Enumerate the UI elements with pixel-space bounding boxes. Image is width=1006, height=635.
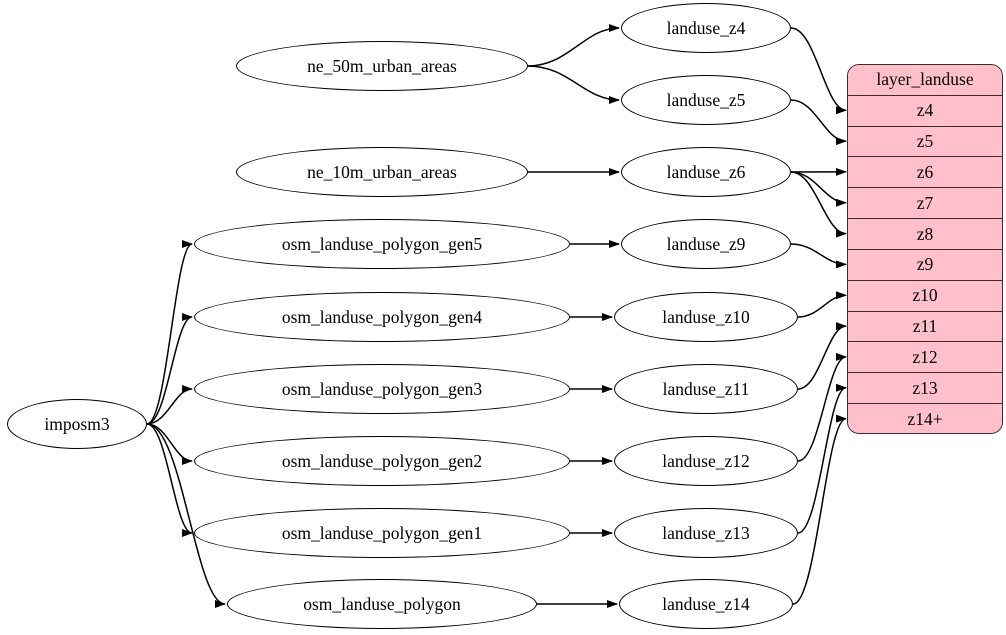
- table-row-z7[interactable]: z7: [848, 188, 1002, 220]
- table-row-z13[interactable]: z13: [848, 373, 1002, 405]
- edge-imposm3-to-osm_landuse_polygon_gen5: [146, 240, 193, 425]
- node-label: landuse_z14: [662, 593, 750, 614]
- edge-landuse_z5-to-layer_landuse-z5: [790, 99, 847, 146]
- node-landuse_z12[interactable]: landuse_z12: [614, 436, 798, 486]
- node-landuse_z9[interactable]: landuse_z9: [621, 219, 791, 269]
- edge-landuse_z9-to-layer_landuse-z9: [790, 243, 847, 269]
- edge-imposm3-to-osm_landuse_polygon_gen3: [146, 385, 193, 425]
- edge-landuse_z13-to-layer_landuse-z13: [797, 383, 847, 534]
- node-osm_landuse_polygon_gen5[interactable]: osm_landuse_polygon_gen5: [194, 219, 570, 269]
- node-imposm3[interactable]: imposm3: [7, 399, 147, 449]
- node-label: landuse_z5: [666, 89, 746, 110]
- table-row-z12[interactable]: z12: [848, 342, 1002, 374]
- node-label: osm_landuse_polygon_gen3: [281, 378, 483, 399]
- node-osm_landuse_polygon_gen3[interactable]: osm_landuse_polygon_gen3: [194, 364, 570, 414]
- node-landuse_z10[interactable]: landuse_z10: [614, 292, 798, 342]
- edge-landuse_z14-to-layer_landuse-z14+: [792, 414, 847, 605]
- node-landuse_z4[interactable]: landuse_z4: [621, 3, 791, 53]
- node-label: landuse_z12: [662, 450, 750, 471]
- node-label: landuse_z6: [666, 161, 746, 182]
- node-label: osm_landuse_polygon: [303, 593, 461, 614]
- edge-ne_50m_urban_areas-to-landuse_z5: [527, 65, 620, 104]
- table-row-z14plus[interactable]: z14+: [848, 404, 1002, 433]
- node-ne_50m_urban_areas[interactable]: ne_50m_urban_areas: [236, 41, 528, 91]
- node-label: ne_10m_urban_areas: [307, 161, 457, 182]
- edge-imposm3-to-osm_landuse_polygon: [146, 423, 226, 608]
- table-row-z11[interactable]: z11: [848, 311, 1002, 343]
- edge-landuse_z6-to-layer_landuse-z8: [790, 171, 847, 238]
- node-landuse_z13[interactable]: landuse_z13: [614, 508, 798, 558]
- node-osm_landuse_polygon_gen1[interactable]: osm_landuse_polygon_gen1: [194, 508, 570, 558]
- node-label: ne_50m_urban_areas: [307, 55, 457, 76]
- edge-ne_50m_urban_areas-to-landuse_z4: [527, 24, 620, 67]
- node-label: osm_landuse_polygon_gen2: [281, 450, 483, 471]
- edge-landuse_z11-to-layer_landuse-z11: [797, 322, 847, 390]
- table-row-z9[interactable]: z9: [848, 249, 1002, 281]
- table-row-z8[interactable]: z8: [848, 219, 1002, 250]
- edge-landuse_z10-to-layer_landuse-z10: [797, 291, 847, 318]
- node-osm_landuse_polygon_gen2[interactable]: osm_landuse_polygon_gen2: [194, 436, 570, 486]
- node-label: osm_landuse_polygon_gen4: [281, 306, 483, 327]
- table-row-z5[interactable]: z5: [848, 126, 1002, 158]
- node-label: osm_landuse_polygon_gen5: [281, 233, 483, 254]
- node-landuse_z6[interactable]: landuse_z6: [621, 147, 791, 197]
- node-ne_10m_urban_areas[interactable]: ne_10m_urban_areas: [236, 147, 528, 197]
- node-osm_landuse_polygon[interactable]: osm_landuse_polygon: [227, 579, 537, 629]
- node-landuse_z11[interactable]: landuse_z11: [614, 364, 798, 414]
- table-row-z6[interactable]: z6: [848, 157, 1002, 189]
- node-landuse_z5[interactable]: landuse_z5: [621, 75, 791, 125]
- node-label: landuse_z13: [662, 522, 750, 543]
- node-label: landuse_z4: [666, 17, 746, 38]
- node-label: landuse_z10: [662, 306, 750, 327]
- node-label: landuse_z9: [666, 233, 746, 254]
- node-label: imposm3: [44, 413, 110, 434]
- edge-landuse_z12-to-layer_landuse-z12: [797, 352, 847, 462]
- node-landuse_z14[interactable]: landuse_z14: [619, 579, 793, 629]
- edge-landuse_z6-to-layer_landuse-z7: [790, 171, 847, 207]
- table-row-z4[interactable]: z4: [848, 95, 1002, 127]
- table-row-z10[interactable]: z10: [848, 280, 1002, 312]
- node-label: landuse_z11: [662, 378, 750, 399]
- edge-imposm3-to-osm_landuse_polygon_gen4: [146, 313, 193, 425]
- table-header-layer-landuse: layer_landuse: [848, 65, 1002, 96]
- edge-imposm3-to-osm_landuse_polygon_gen1: [146, 423, 193, 537]
- node-label: osm_landuse_polygon_gen1: [281, 522, 483, 543]
- edge-landuse_z4-to-layer_landuse-z4: [790, 27, 847, 115]
- node-osm_landuse_polygon_gen4[interactable]: osm_landuse_polygon_gen4: [194, 292, 570, 342]
